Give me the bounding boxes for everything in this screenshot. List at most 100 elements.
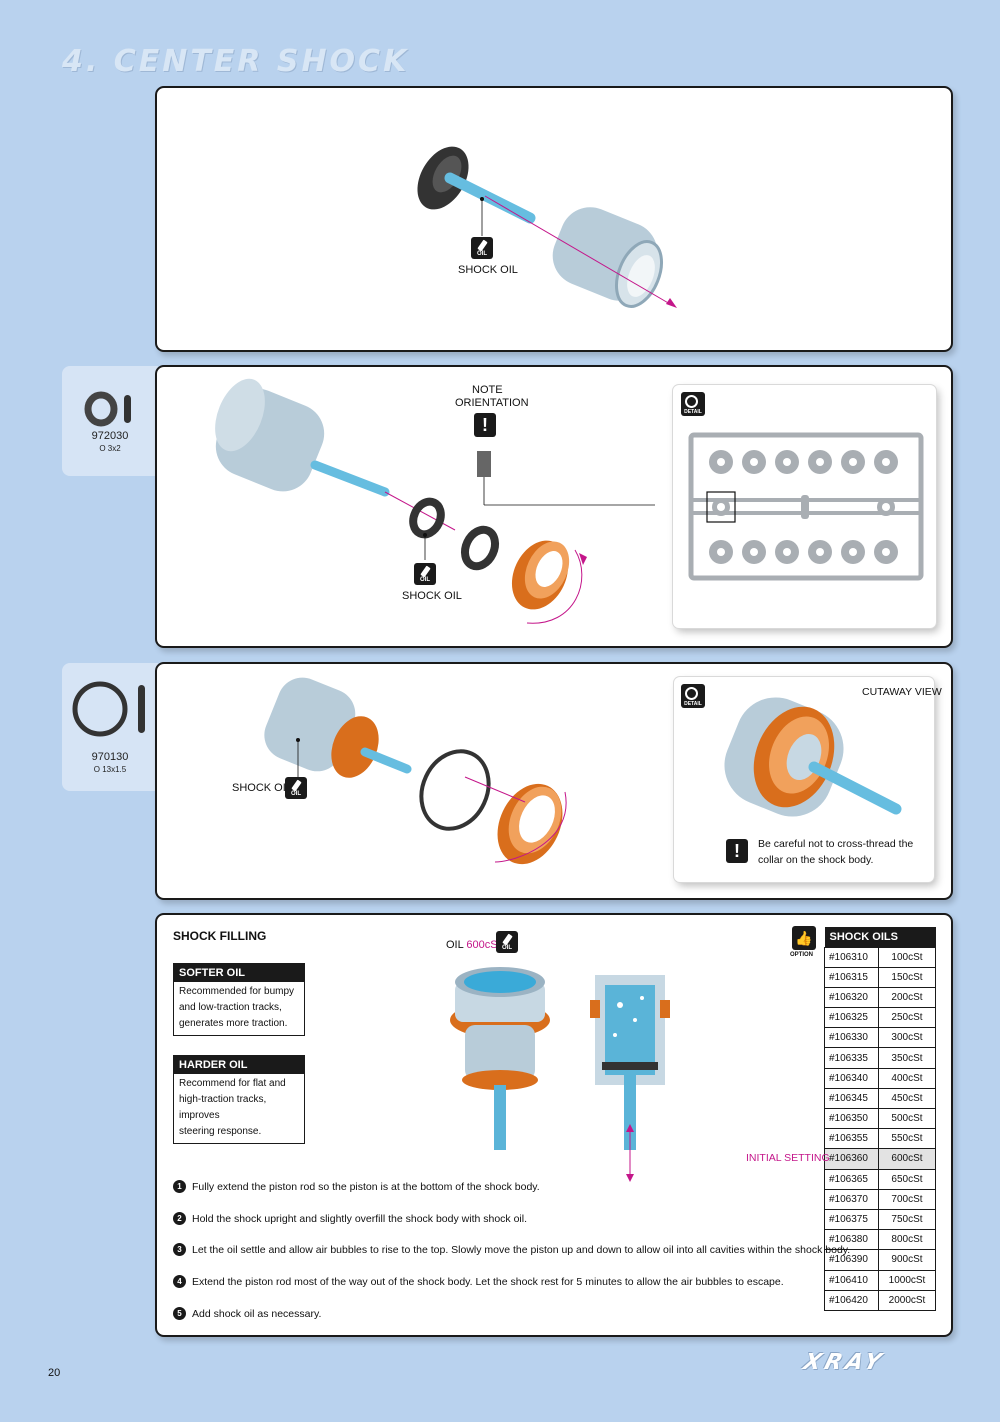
- oil-weight-value: 600cSt: [466, 939, 501, 951]
- oil-viscosity: 500cSt: [878, 1107, 936, 1130]
- piston-rod: [444, 172, 536, 224]
- oil-part-number: #106410: [824, 1269, 879, 1291]
- orange-collar: [497, 783, 563, 865]
- cutaway-illustration: [724, 697, 902, 817]
- assembly-axis: [464, 776, 526, 803]
- step-text: Hold the shock upright and slightly over…: [192, 1212, 528, 1225]
- warning-icon: !: [474, 413, 496, 437]
- leader-dot: [296, 738, 300, 742]
- xray-logo: XRAY: [800, 1350, 888, 1375]
- step-number: 3: [173, 1243, 186, 1256]
- oil-part-number: #106330: [824, 1027, 879, 1049]
- large-oring: [419, 749, 491, 831]
- oil-viscosity: 1000cSt: [878, 1269, 936, 1291]
- oil-viscosity: 650cSt: [878, 1168, 936, 1190]
- step-number: 1: [173, 1180, 186, 1193]
- cutaway-label: CUTAWAY VIEW: [862, 686, 942, 698]
- instruction-step: 5 Add shock oil as necessary.: [173, 1307, 321, 1320]
- filled-shock: [450, 967, 550, 1150]
- step-text: Extend the piston rod most of the way ou…: [192, 1275, 784, 1288]
- oil-viscosity: 600cSt: [878, 1148, 936, 1170]
- oil-viscosity: 100cSt: [878, 946, 936, 968]
- oil-viscosity: 700cSt: [878, 1188, 936, 1210]
- shock-oil-label: SHOCK OIL: [458, 264, 518, 276]
- option-label: OPTION: [790, 952, 814, 958]
- instruction-step: 1 Fully extend the piston rod so the pist…: [173, 1180, 540, 1193]
- harder-oil-box: HARDER OIL Recommend for flat and high-t…: [173, 1055, 305, 1144]
- part-tab-972030: 972030 O 3x2: [62, 366, 158, 476]
- oil-viscosity: 550cSt: [878, 1128, 936, 1150]
- note-label: NOTE: [472, 384, 503, 396]
- instruction-step: 2 Hold the shock upright and slightly ove…: [173, 1212, 527, 1225]
- oil-part-number: #106340: [824, 1067, 879, 1089]
- oil-viscosity: 300cSt: [878, 1027, 936, 1049]
- shock-body: [215, 378, 325, 492]
- oil-viscosity: 750cSt: [878, 1208, 936, 1231]
- detail-icon: DETAIL: [681, 684, 705, 708]
- oil-viscosity: 200cSt: [878, 986, 936, 1009]
- leader-dot: [480, 197, 484, 201]
- oil-icon: OIL: [496, 931, 518, 953]
- part-spec: O 13x1.5: [93, 765, 127, 774]
- assembly-arrow-line: [484, 195, 671, 305]
- shock-body: [552, 207, 663, 308]
- oil-viscosity: 450cSt: [878, 1087, 936, 1110]
- step-text: Add shock oil as necessary.: [192, 1307, 322, 1320]
- piston-rod: [360, 747, 412, 774]
- oil-part-number: #106335: [824, 1047, 879, 1069]
- parts-tree-illustration: [688, 432, 924, 581]
- oil-viscosity: 250cSt: [878, 1007, 936, 1029]
- thumbs-up-icon: 👍: [792, 926, 816, 950]
- warning-icon: !: [726, 839, 748, 863]
- oring-part: [409, 497, 445, 539]
- part-code: 972030: [91, 430, 129, 442]
- warning-text: collar on the shock body.: [758, 854, 874, 866]
- oil-part-number: #106365: [824, 1168, 879, 1190]
- oil-part-number: #106370: [824, 1188, 879, 1210]
- shock-oil-label: SHOCK OIL: [232, 782, 292, 794]
- assembly-arrow-head: [666, 298, 677, 308]
- rotation-arrow-head: [579, 553, 587, 565]
- step1-illustration: [417, 146, 677, 308]
- step-text: Fully extend the piston rod so the pisto…: [192, 1180, 540, 1193]
- rotation-arrow: [526, 549, 583, 624]
- harder-oil-heading: HARDER OIL: [174, 1056, 304, 1074]
- oil-part-number: #106315: [824, 966, 879, 988]
- oil-icon: OIL: [471, 237, 493, 259]
- leader-dot: [423, 533, 427, 537]
- part-spec: O 3x2: [99, 444, 121, 453]
- note-label: ORIENTATION: [455, 397, 529, 409]
- oil-viscosity: 150cSt: [878, 966, 936, 988]
- rotation-arrow: [494, 791, 567, 863]
- oil-part-number: #106345: [824, 1087, 879, 1110]
- oil-part-number: #106320: [824, 986, 879, 1009]
- step-number: 2: [173, 1212, 186, 1225]
- page-title: 4. CENTER SHOCK: [62, 44, 410, 79]
- part-tab-970130: 970130 O 13x1.5: [62, 663, 158, 791]
- oil-icon: OIL: [285, 777, 307, 799]
- oil-viscosity: 400cSt: [878, 1067, 936, 1089]
- cutaway-shock: [590, 975, 670, 1182]
- spacer-row-top: [709, 450, 898, 474]
- piston-rod: [310, 460, 390, 497]
- part-code: 970130: [91, 751, 129, 763]
- step-number: 5: [173, 1307, 186, 1320]
- orientation-part: [477, 451, 491, 477]
- step-text: Let the oil settle and allow air bubbles…: [192, 1243, 851, 1256]
- oil-icon: OIL: [414, 563, 436, 585]
- spacer-row-bottom: [709, 540, 898, 564]
